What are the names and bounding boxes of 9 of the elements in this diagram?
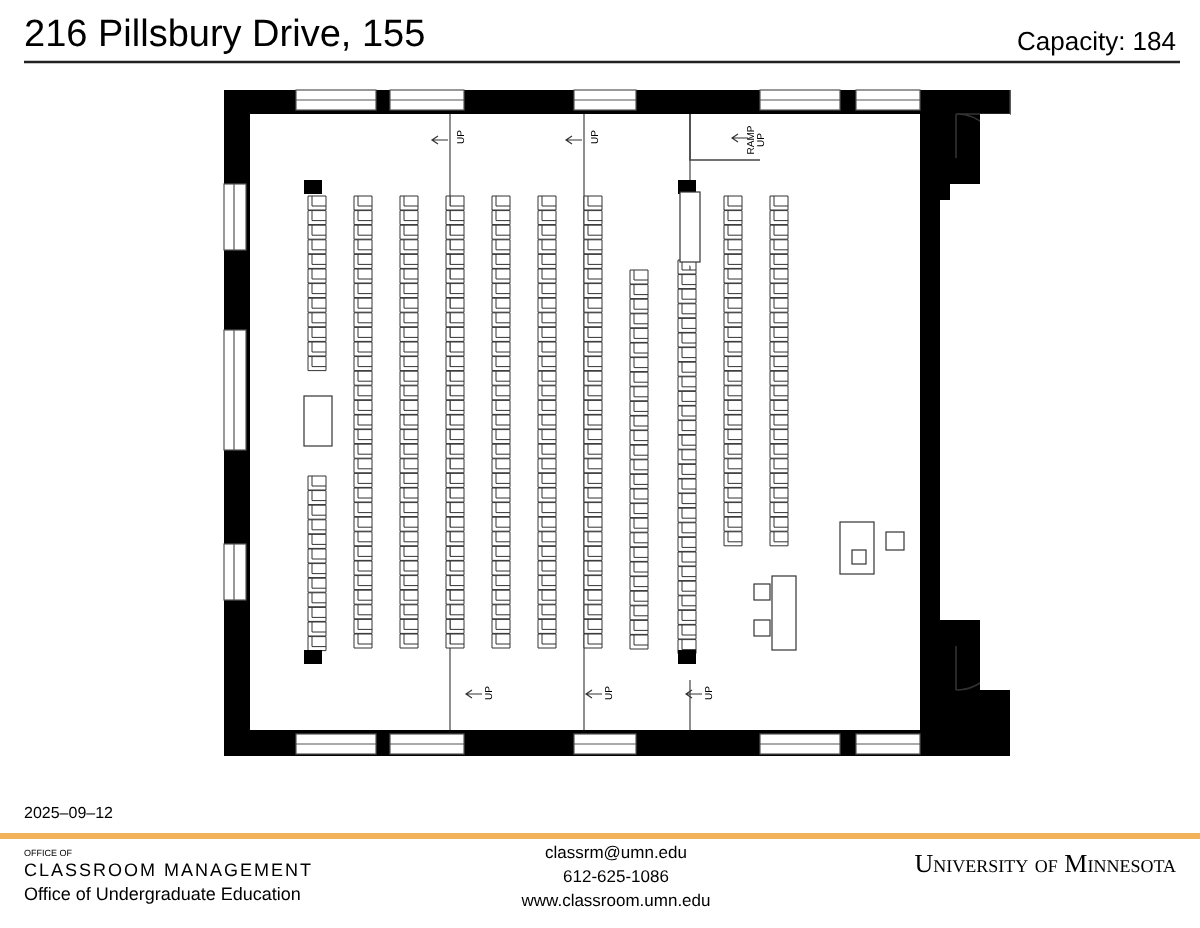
date-text: 2025–09–12 <box>24 806 113 822</box>
phone-text: 612-625-1086 <box>563 868 669 885</box>
office-name-text: CLASSROOM MANAGEMENT <box>24 862 314 880</box>
room-title: 216 Pillsbury Drive, 155 <box>24 16 426 54</box>
department-text: Office of Undergraduate Education <box>24 886 301 904</box>
university-name: University of Minnesota <box>914 850 1176 876</box>
capacity-text: Capacity: 184 <box>1017 28 1176 54</box>
website-text: www.classroom.umn.edu <box>521 892 711 909</box>
email-text: classrm@umn.edu <box>545 844 687 861</box>
